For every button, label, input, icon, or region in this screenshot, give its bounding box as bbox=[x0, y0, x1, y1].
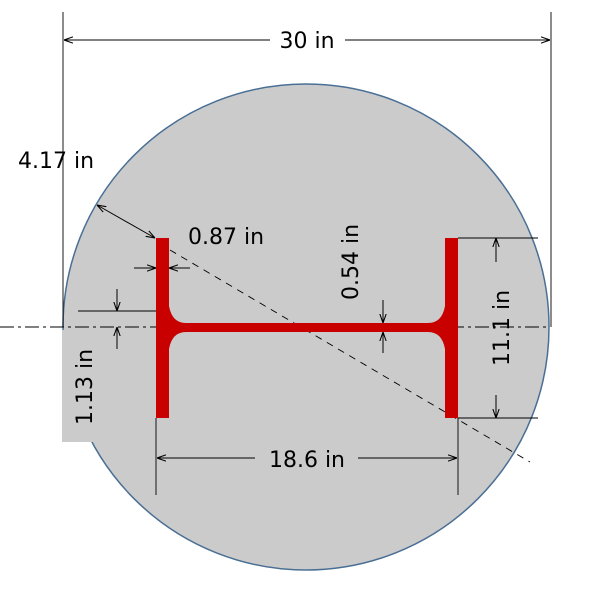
right-flange bbox=[445, 238, 458, 418]
steel-section bbox=[156, 238, 458, 418]
web-thickness-dimension: 0.54 in bbox=[339, 224, 383, 353]
section-depth-dimension: 11.1 in bbox=[458, 237, 538, 419]
section-depth-label: 11.1 in bbox=[490, 290, 515, 366]
flange-spacing-label: 18.6 in bbox=[269, 448, 345, 473]
right-fillet bbox=[428, 306, 445, 349]
diameter-dimension: 30 in bbox=[62, 12, 552, 327]
offset-dimension: 1.13 in bbox=[62, 289, 156, 442]
flange-spacing-dimension: 18.6 in bbox=[155, 418, 459, 495]
web bbox=[169, 323, 445, 332]
cover-dimension: 4.17 in bbox=[18, 149, 155, 238]
left-flange bbox=[156, 238, 169, 418]
flange-thickness-label: 0.87 in bbox=[188, 225, 264, 250]
offset-label-box bbox=[62, 330, 104, 442]
cover-label: 4.17 in bbox=[18, 149, 94, 174]
left-fillet bbox=[169, 306, 186, 349]
diameter-label: 30 in bbox=[279, 29, 334, 54]
web-thickness-label: 0.54 in bbox=[339, 224, 364, 300]
diagonal-guide-line bbox=[169, 249, 531, 463]
offset-label: 1.13 in bbox=[73, 349, 98, 425]
flange-thickness-dimension: 0.87 in bbox=[134, 225, 264, 268]
